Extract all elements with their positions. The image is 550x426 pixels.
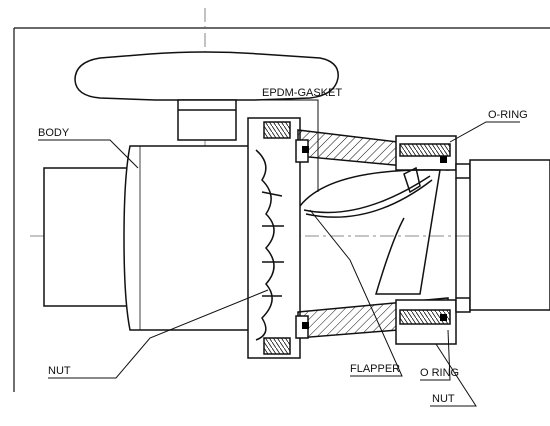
label-o-ring-top: O-RING <box>488 109 528 121</box>
valve-body <box>123 145 253 331</box>
right-end-connector <box>455 159 550 313</box>
label-flapper: FLAPPER <box>350 363 400 375</box>
label-o-ring-bottom: O RING <box>420 367 459 379</box>
handle <box>74 51 339 141</box>
label-body: BODY <box>38 127 70 139</box>
frame-border <box>13 27 550 392</box>
left-pipe-stub <box>43 167 131 307</box>
flapper <box>299 166 441 295</box>
union-nut-right <box>395 135 457 345</box>
label-nut-bottom: NUT <box>432 393 455 405</box>
label-epdm-gasket: EPDM-GASKET <box>262 87 342 99</box>
label-nut-left: NUT <box>48 365 71 377</box>
o-ring-seals <box>302 146 447 329</box>
leader-lines <box>38 99 520 407</box>
union-nut-left <box>247 117 301 359</box>
